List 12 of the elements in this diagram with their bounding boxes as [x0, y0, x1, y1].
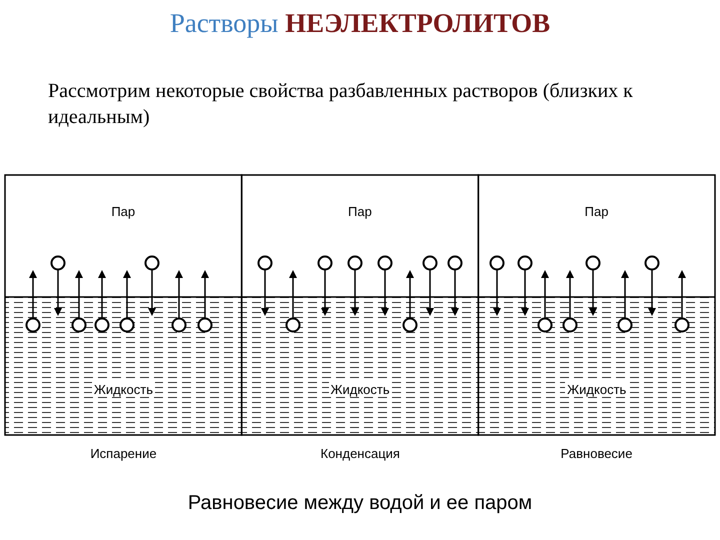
title: Растворы НЕЭЛЕКТРОЛИТОВ: [168, 8, 552, 39]
liquid-label: Жидкость: [328, 382, 392, 397]
vapour-label: Пар: [346, 204, 374, 219]
process-caption: Равновесие: [560, 446, 632, 461]
vapour-label: Пар: [582, 204, 610, 219]
process-caption: Конденсация: [320, 446, 400, 461]
process-caption: Испарение: [90, 446, 157, 461]
vapour-label: Пар: [109, 204, 138, 219]
caption: Равновесие между водой и ее паром: [186, 492, 534, 515]
liquid-label: Жидкость: [565, 382, 628, 397]
liquid-label: Жидкость: [92, 382, 155, 397]
intro-text: Рассмотрим некоторые свойства разбавленных растворов (близких к идеальным): [48, 79, 634, 130]
